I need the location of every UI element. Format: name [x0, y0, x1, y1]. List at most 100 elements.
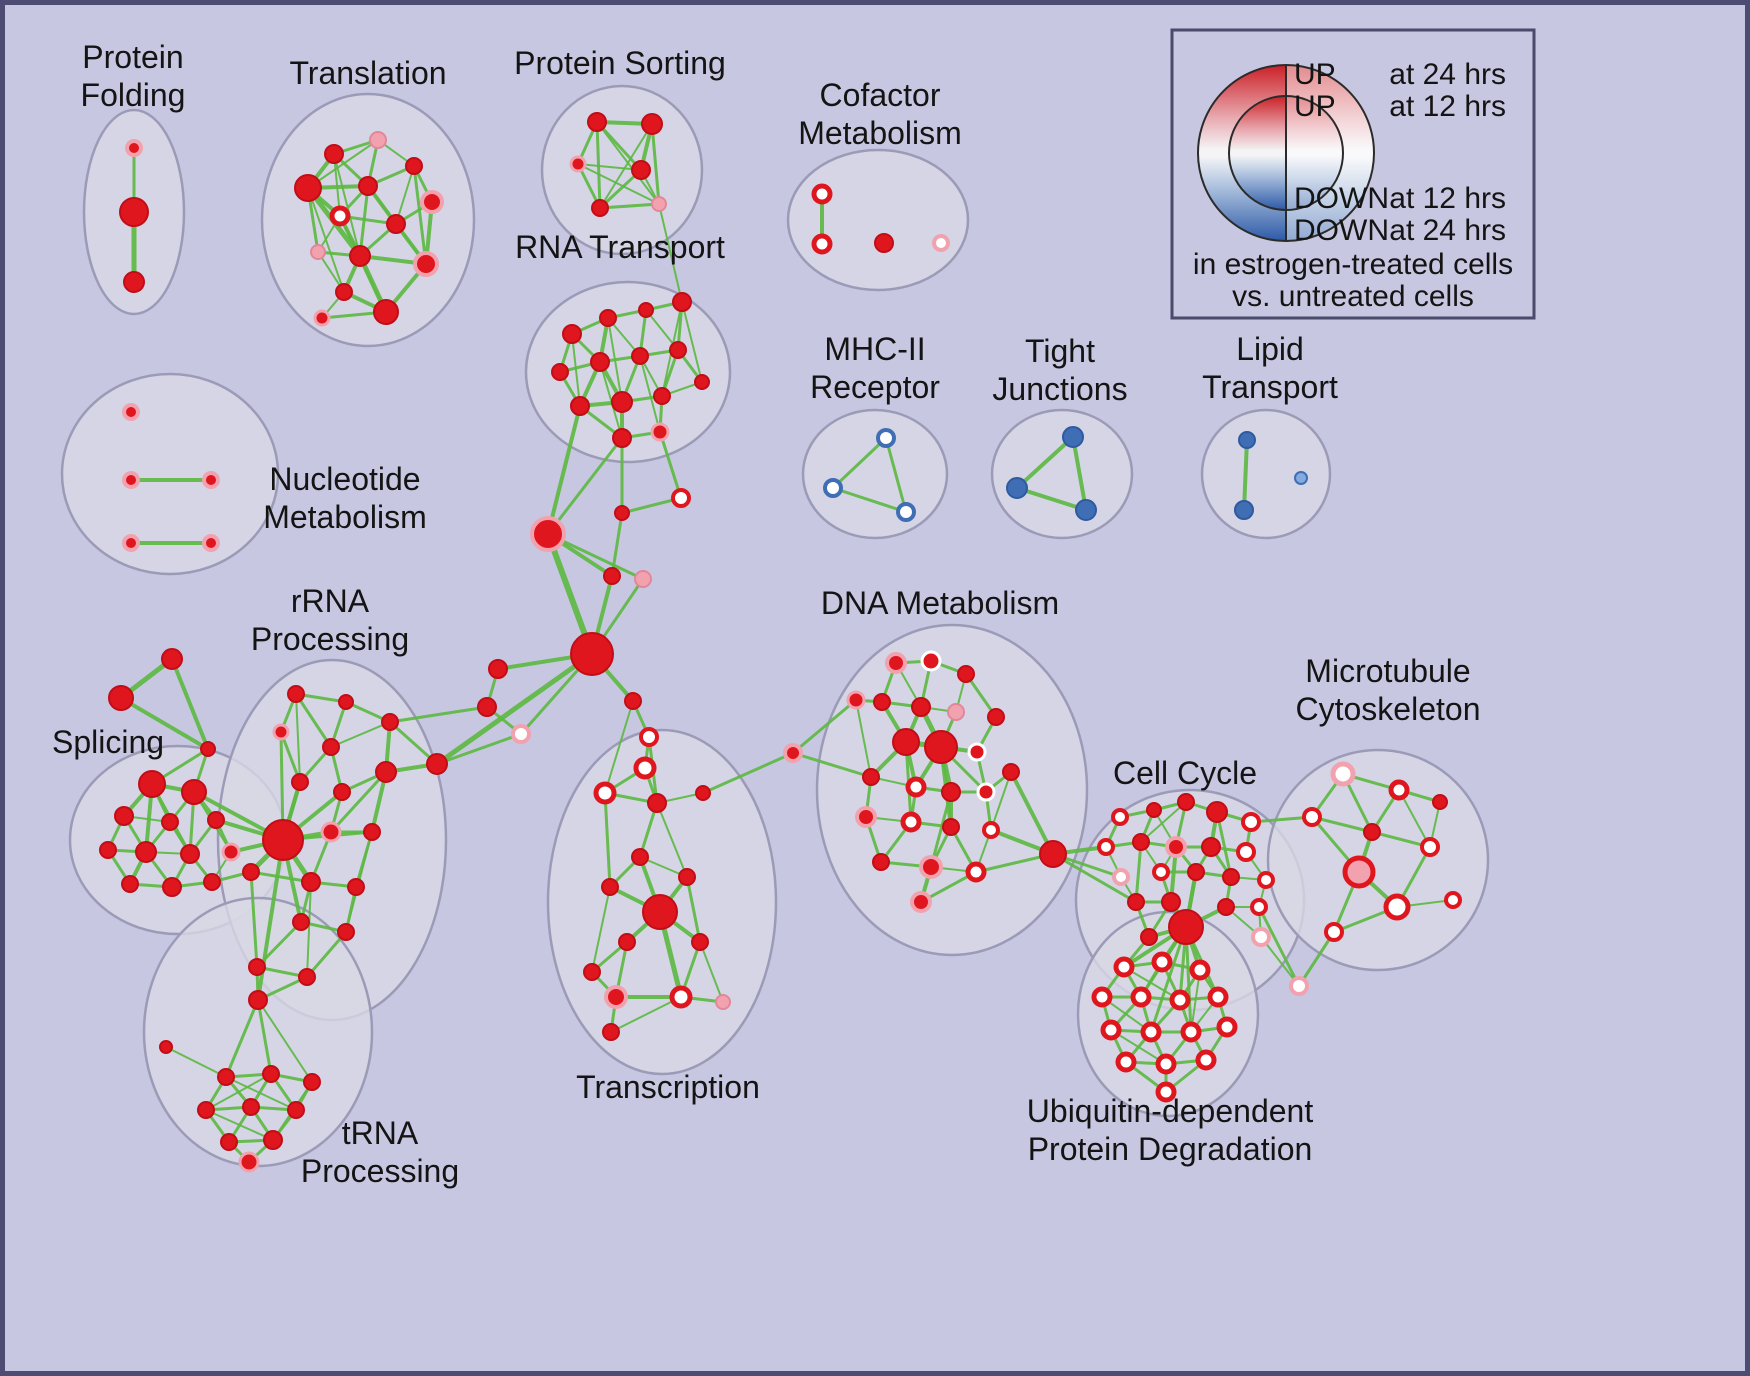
network-node: [599, 309, 617, 327]
network-node: [1111, 808, 1129, 826]
legend-row-level: DOWN: [1294, 214, 1389, 247]
network-node: [202, 534, 220, 552]
network-node: [301, 872, 321, 892]
legend-caption: vs. untreated cells: [1232, 280, 1474, 313]
network-node: [530, 516, 566, 552]
network-node: [1091, 986, 1113, 1008]
network-edge: [395, 165, 415, 225]
cluster-label-cofactor-metabolism: Metabolism: [798, 115, 962, 151]
network-node: [207, 811, 225, 829]
cluster-label-mhc2-receptor: Receptor: [810, 369, 940, 405]
network-node: [638, 302, 654, 318]
network-edge: [305, 930, 348, 979]
cluster-label-protein-folding: Folding: [81, 77, 186, 113]
network-edge: [358, 184, 370, 258]
network-node: [601, 878, 619, 896]
network-node: [1234, 500, 1254, 520]
network-edge: [1015, 486, 1088, 512]
cluster-label-tight-junctions: Junctions: [992, 371, 1127, 407]
cluster-label-trna-processing: tRNA: [342, 1115, 419, 1151]
network-node: [1140, 1021, 1162, 1043]
network-node: [639, 727, 659, 747]
network-node: [248, 990, 268, 1010]
network-node: [1062, 426, 1084, 448]
network-connector-edge: [701, 751, 795, 795]
legend-row-level: DOWN: [1294, 182, 1389, 215]
network-edge: [639, 355, 661, 433]
network-node: [337, 923, 355, 941]
network-connector-edge: [791, 698, 858, 755]
network-node: [386, 214, 406, 234]
network-edge: [855, 699, 872, 778]
network-edge: [1134, 840, 1143, 904]
network-edge: [598, 202, 661, 210]
network-node: [715, 994, 731, 1010]
network-node: [618, 933, 636, 951]
network-edge: [1140, 801, 1187, 843]
network-node: [1289, 976, 1309, 996]
network-node: [583, 963, 601, 981]
network-node: [99, 841, 117, 859]
network-node: [1195, 1049, 1217, 1071]
network-edge: [571, 333, 581, 407]
network-node: [1302, 807, 1322, 827]
network-node: [122, 534, 140, 552]
network-edge: [1215, 810, 1233, 879]
network-node: [1130, 986, 1152, 1008]
network-node: [161, 648, 183, 670]
network-node: [1222, 868, 1240, 886]
network-connector-edge: [658, 430, 683, 500]
network-node: [987, 708, 1005, 726]
network-node: [125, 139, 143, 157]
network-node: [624, 692, 642, 710]
network-edge: [595, 120, 643, 172]
network-edge: [607, 317, 623, 403]
network-node: [262, 1065, 280, 1083]
network-node: [426, 753, 448, 775]
network-node: [1039, 840, 1067, 868]
cluster-label-transcription: Transcription: [576, 1069, 760, 1105]
cluster-label-protein-folding: Protein: [82, 39, 183, 75]
cluster-label-rrna-processing: rRNA: [291, 583, 370, 619]
cluster-label-ubiquitin-degradation: Protein Degradation: [1028, 1131, 1313, 1167]
network-connector-edge: [434, 651, 595, 767]
network-edge: [330, 721, 391, 748]
network-node: [263, 1130, 283, 1150]
network-edge: [650, 122, 661, 206]
network-node: [1388, 779, 1410, 801]
network-node: [1100, 1019, 1122, 1041]
network-node: [602, 1023, 620, 1041]
network-node: [633, 756, 657, 780]
network-node: [811, 233, 833, 255]
network-node: [691, 933, 709, 951]
network-node: [200, 741, 216, 757]
network-connector-edge: [604, 700, 634, 794]
network-edge: [225, 1076, 297, 1111]
network-node: [329, 205, 351, 227]
cluster-label-rrna-processing: Processing: [251, 621, 409, 657]
network-node: [1201, 837, 1221, 857]
network-node: [162, 877, 182, 897]
network-edge: [306, 881, 312, 978]
network-node: [335, 283, 353, 301]
cluster-label-microtubule-cytoskeleton: Cytoskeleton: [1296, 691, 1481, 727]
cluster-label-cell-cycle: Cell Cycle: [1113, 755, 1257, 791]
cluster-ellipse-lipid-transport: [1200, 408, 1332, 540]
cluster-label-nucleotide-metabolism: Nucleotide: [269, 461, 420, 497]
network-node: [631, 347, 649, 365]
network-node: [1161, 892, 1181, 912]
network-node: [1420, 837, 1440, 857]
network-edge: [165, 1046, 227, 1078]
network-node: [892, 728, 920, 756]
network-node: [1113, 956, 1135, 978]
network-node: [138, 770, 166, 798]
network-node: [1206, 801, 1228, 823]
network-connector-edge: [658, 203, 683, 303]
network-edge: [256, 998, 273, 1076]
network-node: [1342, 855, 1376, 889]
network-node: [862, 768, 880, 786]
legend-row-time: at 12 hrs: [1389, 90, 1506, 123]
network-node: [811, 183, 833, 205]
network-node: [1002, 763, 1020, 781]
